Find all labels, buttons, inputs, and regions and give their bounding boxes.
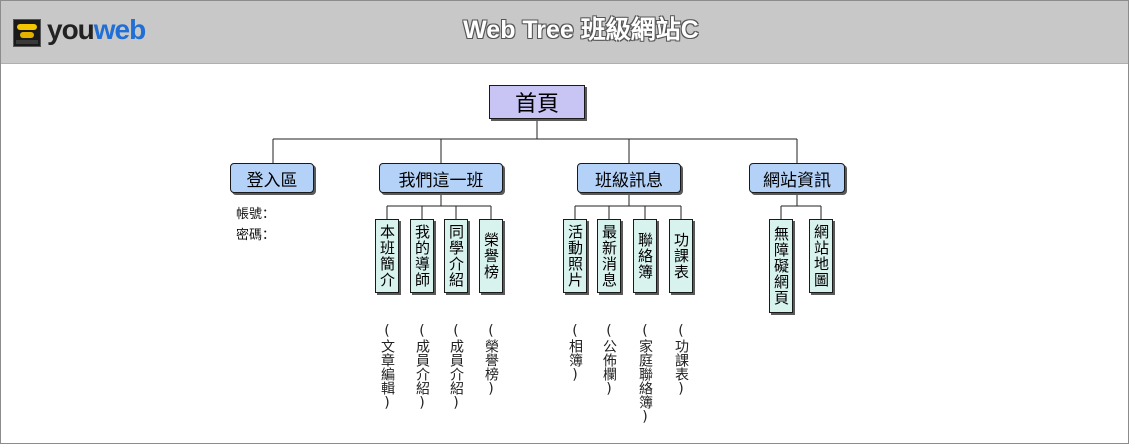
- note-album: (相簿): [567, 323, 583, 383]
- note-bulletin: (公佈欄): [601, 323, 617, 397]
- leaf-honor-roll[interactable]: 榮譽榜: [479, 219, 503, 293]
- logo-icon: [13, 19, 41, 47]
- page-title: Web Tree 班級網站C: [463, 16, 699, 44]
- note-member-intro-2: (成員介紹): [448, 323, 464, 411]
- leaf-class-intro[interactable]: 本班簡介: [375, 219, 399, 293]
- home-node[interactable]: 首頁: [489, 85, 585, 119]
- leaf-contact-book[interactable]: 聯絡簿: [633, 219, 657, 293]
- category-our-class[interactable]: 我們這一班: [379, 163, 503, 193]
- note-timetable: (功課表): [673, 323, 689, 397]
- leaf-site-map[interactable]: 網站地圖: [809, 219, 833, 293]
- logo-wordmark: youweb: [47, 14, 146, 45]
- password-label: 密碼：: [236, 228, 276, 243]
- category-site-info[interactable]: 網站資訊: [749, 163, 845, 193]
- leaf-timetable[interactable]: 功課表: [669, 219, 693, 293]
- note-article-edit: (文章編輯): [379, 323, 395, 411]
- leaf-my-teacher[interactable]: 我的導師: [410, 219, 434, 293]
- leaf-activity-photos[interactable]: 活動照片: [563, 219, 587, 293]
- leaf-latest-news[interactable]: 最新消息: [597, 219, 621, 293]
- category-class-news[interactable]: 班級訊息: [577, 163, 681, 193]
- leaf-accessible-page[interactable]: 無障礙網頁: [769, 219, 793, 313]
- header-bar: youweb Web Tree 班級網站C: [1, 1, 1128, 64]
- leaf-classmates[interactable]: 同學介紹: [444, 219, 468, 293]
- note-member-intro: (成員介紹): [414, 323, 430, 411]
- note-honor-roll: (榮譽榜): [483, 323, 499, 397]
- account-label: 帳號：: [236, 207, 276, 222]
- note-family-contact-book: (家庭聯絡簿): [637, 323, 653, 425]
- category-login[interactable]: 登入區: [230, 163, 314, 193]
